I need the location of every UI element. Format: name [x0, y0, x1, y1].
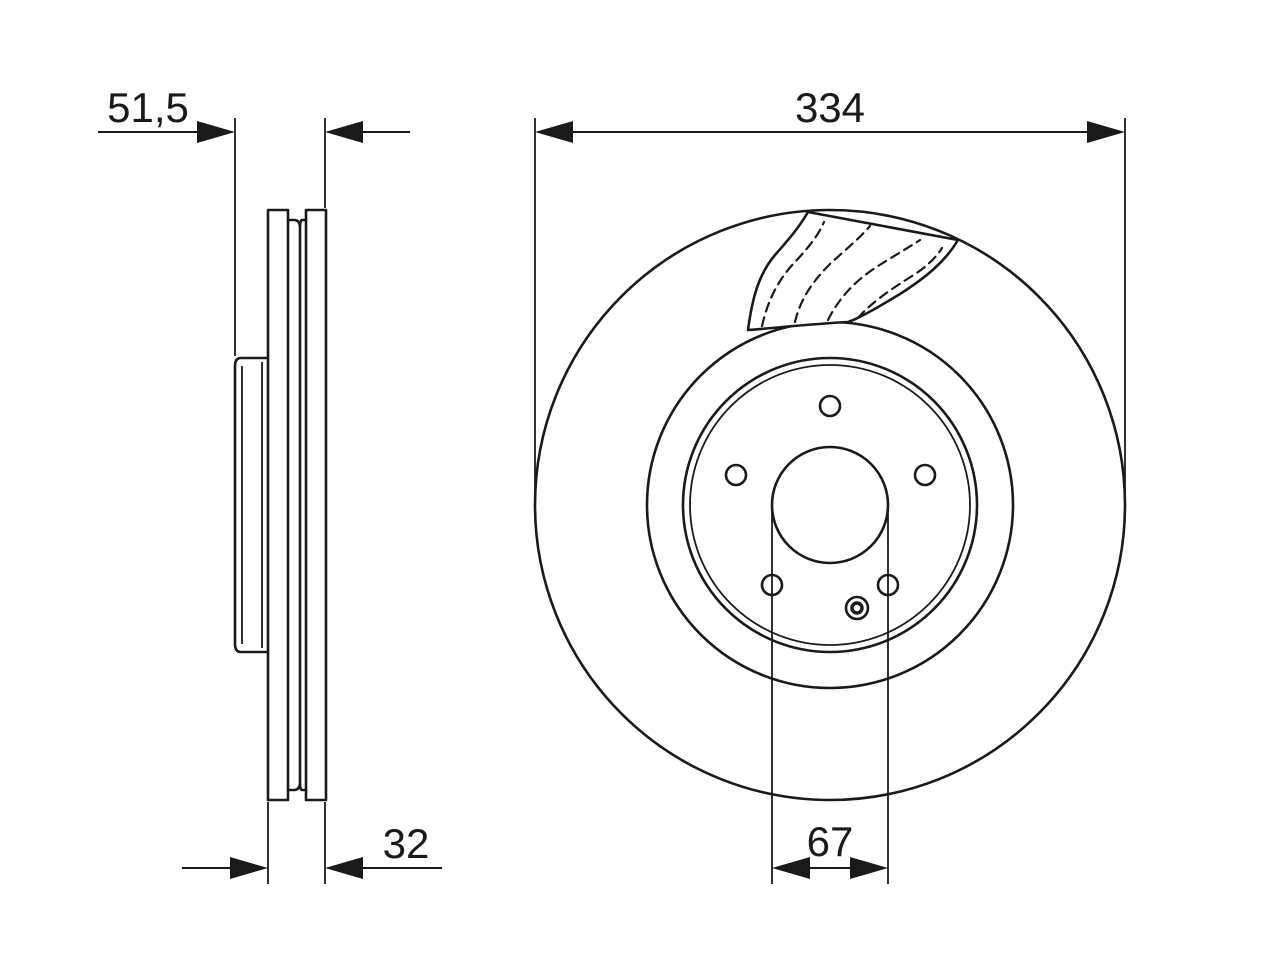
diameter-dimension: 334: [535, 84, 1125, 143]
locating-screw-hole: [844, 595, 870, 621]
hub-outer-edge: [681, 356, 979, 654]
bolt-hole: [818, 394, 842, 418]
friction-plate-outer: [266, 208, 290, 802]
offset-dimension: 51,5: [98, 84, 410, 143]
center-bore: [770, 445, 890, 565]
front-view: 334 67: [533, 84, 1127, 884]
locating-screw-inner: [850, 601, 864, 615]
centering-dimension-label: 67: [807, 818, 854, 865]
thickness-dimension-label: 32: [383, 820, 430, 867]
vent-vanes: [286, 218, 308, 792]
side-view: 51,5 32: [98, 84, 442, 884]
bolt-hole: [724, 463, 748, 487]
diameter-dimension-label: 334: [795, 84, 865, 131]
thickness-dimension: 32: [182, 820, 442, 879]
bolt-hole: [913, 463, 937, 487]
offset-dimension-label: 51,5: [107, 84, 189, 131]
vent-cutaway: [746, 210, 960, 332]
friction-ring-inner-edge: [645, 320, 1015, 690]
hub-step-edge: [689, 364, 971, 646]
friction-plate-inner: [304, 208, 328, 802]
centering-dimension: 67: [772, 818, 888, 879]
hub-hat-outline: [233, 356, 270, 654]
